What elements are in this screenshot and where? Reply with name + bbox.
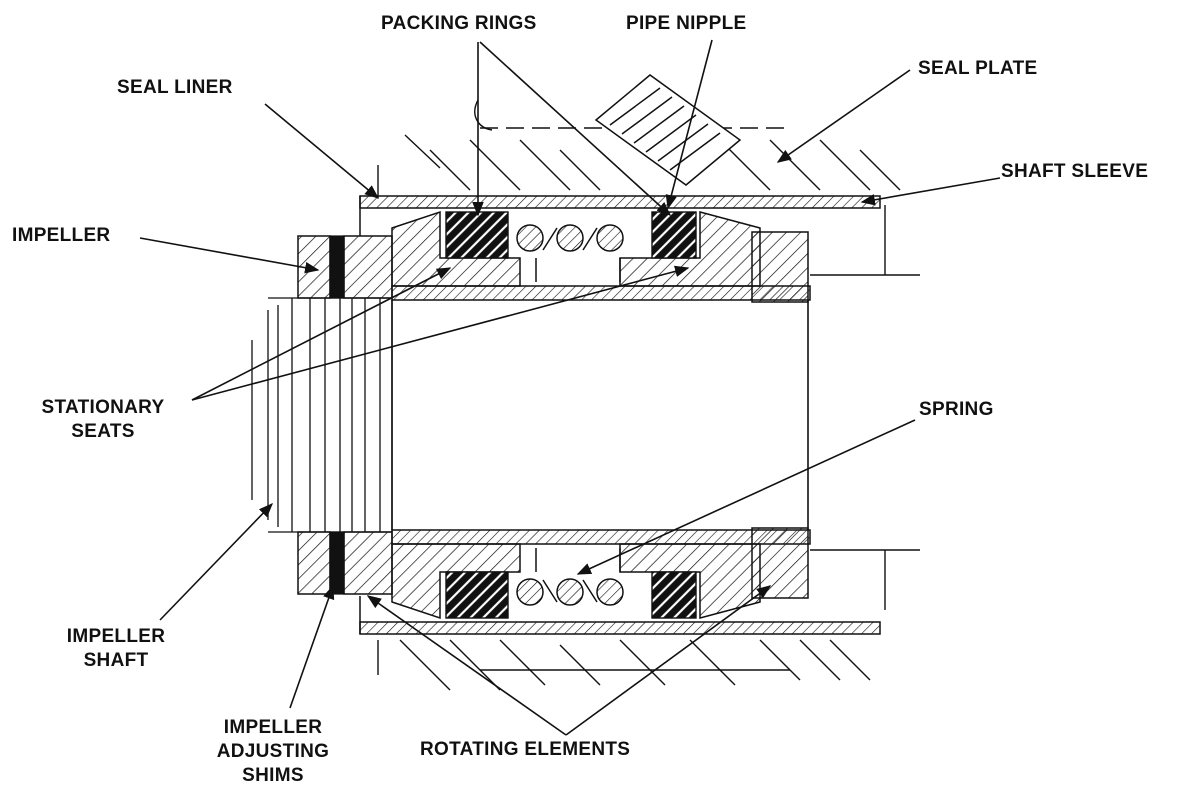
label-seal-liner: SEAL LINER [117, 77, 233, 98]
label-stationary-seats: STATIONARY SEATS [10, 396, 196, 444]
leader-rotating-elements-right [565, 585, 772, 736]
label-packing-rings: PACKING RINGS [381, 13, 537, 34]
leader-packing-rings-right [479, 41, 672, 216]
label-impeller-adjusting-shims: IMPELLER ADJUSTING SHIMS [198, 716, 348, 788]
label-impeller-shaft-line-1: IMPELLER [66, 626, 166, 647]
seal-plate-housing [377, 99, 920, 691]
spring-part [516, 224, 624, 606]
leader-rotating-elements-left [366, 595, 567, 736]
label-stationary-seats-line-1: STATIONARY [41, 397, 165, 418]
label-impeller-shaft: IMPELLER SHAFT [54, 625, 178, 673]
label-seal-plate: SEAL PLATE [918, 58, 1038, 79]
label-stationary-seats-line-2: SEATS [71, 421, 135, 442]
leader-impeller-shaft [159, 502, 274, 621]
packing-rings-part [445, 211, 697, 619]
leader-impeller [139, 237, 320, 274]
pipe-nipple-part [594, 74, 742, 186]
leader-stationary-seats-b [191, 265, 690, 401]
leader-shaft-sleeve [860, 177, 1001, 206]
label-pipe-nipple: PIPE NIPPLE [626, 13, 747, 34]
leader-stationary-seats-a [191, 267, 452, 401]
stationary-seat-parts [343, 235, 393, 595]
leader-lines [139, 39, 1001, 736]
label-shims-line-2: ADJUSTING [216, 741, 330, 762]
leader-seal-liner [264, 103, 380, 199]
seal-liner-part [359, 195, 881, 635]
label-shims-line-1: IMPELLER [223, 717, 323, 738]
label-spring: SPRING [919, 399, 994, 420]
leader-impeller-shims [289, 584, 335, 709]
label-shaft-sleeve: SHAFT SLEEVE [1001, 161, 1149, 182]
leader-pipe-nipple [665, 39, 713, 210]
shaft-sleeve-part [391, 285, 811, 545]
leader-seal-plate [776, 69, 911, 163]
label-shims-line-3: SHIMS [242, 765, 304, 786]
rotating-elements-part [391, 210, 809, 620]
label-impeller-shaft-line-2: SHAFT [83, 650, 149, 671]
shims-part [329, 235, 345, 595]
label-impeller: IMPELLER [12, 225, 111, 246]
leader-spring [576, 419, 916, 575]
label-rotating-elements: ROTATING ELEMENTS [420, 739, 631, 760]
